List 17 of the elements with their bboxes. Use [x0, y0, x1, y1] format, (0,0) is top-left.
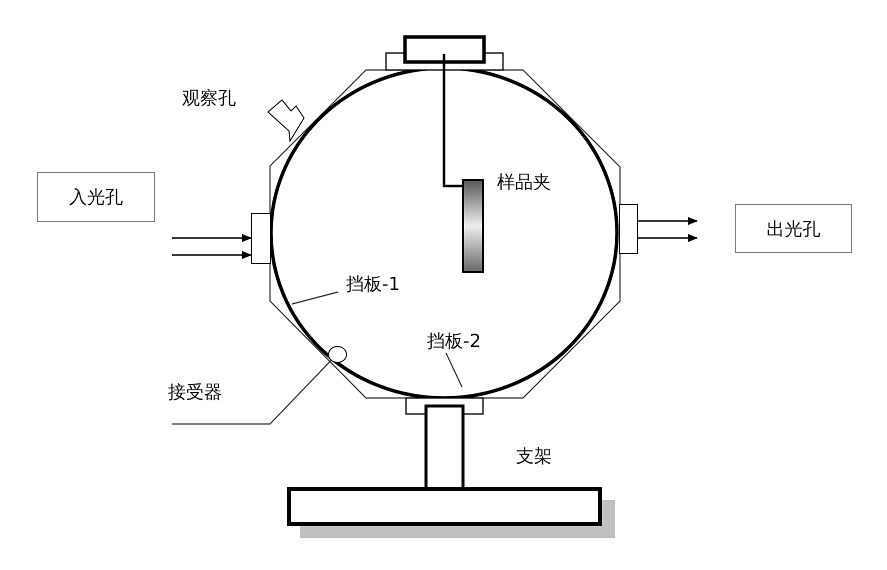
part-label: 观察孔 [182, 87, 236, 110]
light-arrow [172, 251, 252, 259]
label-box: 出光孔 [735, 204, 852, 253]
part-label: 支架 [516, 445, 552, 468]
light-arrow [172, 234, 252, 242]
leader-line [445, 352, 463, 388]
part-label: 样品夹 [497, 171, 551, 194]
exit-port [619, 204, 638, 254]
leader-line [292, 291, 338, 305]
part-label: 挡板-1 [338, 272, 408, 296]
light-arrow [638, 234, 698, 242]
entrance-port [251, 213, 271, 264]
part-label: 挡板-2 [419, 329, 489, 353]
label-box: 入光孔 [37, 172, 155, 222]
light-arrow [638, 217, 698, 225]
part-label: 接受器 [168, 380, 250, 424]
leader-line [172, 360, 332, 425]
